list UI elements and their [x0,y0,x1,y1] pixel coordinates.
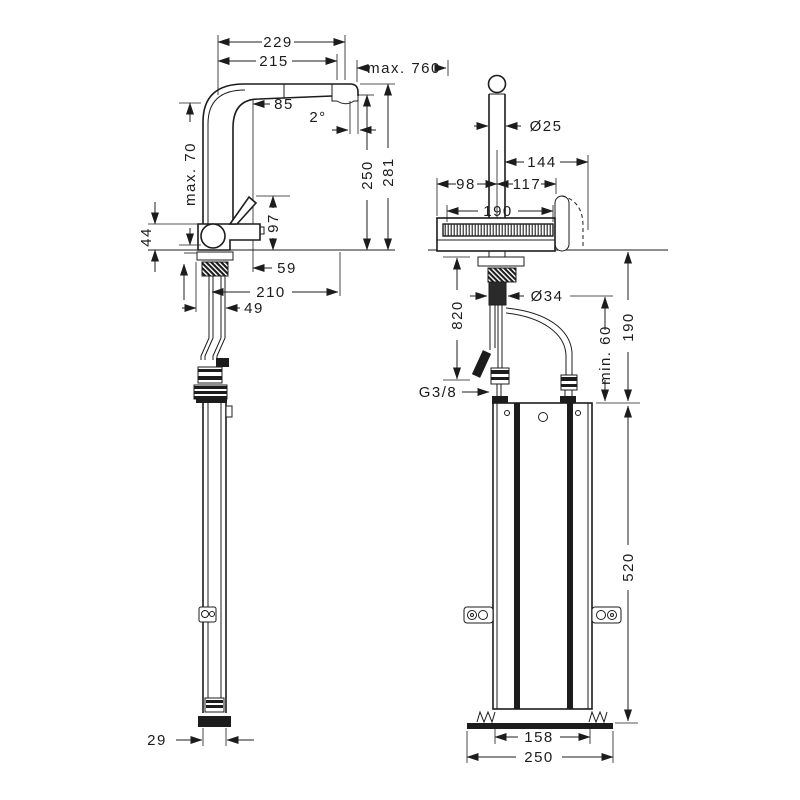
dim-label-49: 49 [244,300,264,317]
faucet-body-front [436,195,584,252]
dim-98: 98 [436,176,498,216]
dim-label-250: 250 [359,160,376,190]
mounting-nut-front [487,267,517,283]
mounting-flange-side [196,251,234,261]
dim-label-29: 29 [147,732,167,749]
dim-229: 229 [217,34,346,95]
dim-85: 85 [252,96,294,113]
dim-label-158: 158 [524,729,554,746]
dim-label-215: 215 [259,53,289,70]
dim-o25: Ø25 [474,118,563,135]
sbox-base-plate [467,723,613,729]
mounting-flange-front [477,256,525,267]
handle-pivot [200,223,226,249]
dim-label-190: 190 [483,203,513,220]
dim-label-o34: Ø34 [531,288,564,305]
sbox-side-base [198,716,231,727]
dim-label-85: 85 [274,96,294,113]
sbox-front [463,402,622,729]
dim-label-281: 281 [380,157,397,187]
dim-190: 190 [446,203,554,222]
water-blade-grid [442,223,554,237]
sbox-side-tab [225,405,233,418]
dim-label-117: 117 [513,176,541,193]
body-nub [259,226,265,235]
sbox-body [492,402,593,710]
dim-label-820: 820 [449,300,466,330]
dim-o34: Ø34 [470,288,613,305]
dim-label-520: 520 [620,552,637,582]
dim-281: 281 [360,83,397,251]
faucet-body-side [197,195,265,251]
mounting-nut-side [201,261,229,277]
dim-max70: max. 70 [179,102,201,246]
side-view: 229 215 max. 760 max. 70 44 [138,34,449,749]
dim-min60: min. 60 [596,296,640,404]
dim-label-59: 59 [277,260,297,277]
dim-117: 117 [496,176,557,194]
dim-label-210: 210 [256,284,286,301]
dim-label-144: 144 [527,154,557,171]
dim-label-2deg: 2° [309,109,326,126]
hose-connector-tab [216,358,229,367]
dim-label-250b: 250 [524,749,554,766]
dim-max760: max. 760 [356,60,449,82]
dim-label-max760: max. 760 [367,60,441,77]
front-view: Ø25 144 98 117 190 [419,74,668,766]
dim-190-vertical: 190 [620,251,637,402]
dim-520: 520 [615,405,638,724]
handle-swing-dashed [561,195,584,248]
handle-front [554,195,570,252]
dim-44: 44 [138,202,198,272]
dim-label-229: 229 [263,34,293,51]
dim-label-97: 97 [265,213,282,233]
hoses [471,305,578,404]
riser-front [487,74,507,222]
sbox-foot-left [476,710,496,724]
dim-97: 97 [256,195,290,251]
dim-label-190b: 190 [620,312,637,342]
select-knob [487,74,507,94]
mounting-shaft-front [488,281,507,306]
dim-59: 59 [252,240,297,277]
mounting-hardware-side [184,251,234,403]
dim-label-44: 44 [138,227,155,247]
dim-label-g38: G3/8 [419,384,458,401]
dim-158: 158 [494,729,591,746]
dim-49: 49 [180,262,264,317]
dim-144: 144 [504,154,589,230]
mounting-hardware-front [477,251,525,306]
dim-label-o25: Ø25 [530,118,563,135]
dim-g38: G3/8 [419,384,490,401]
dim-250-base: 250 [466,731,614,766]
pullout-hose-connector [471,350,492,378]
spout-outline [202,83,359,224]
handle-lever-side [228,195,258,225]
dim-2deg: 2° [309,109,376,134]
dim-820: 820 [443,256,470,381]
dim-29: 29 [147,728,254,749]
dim-label-min60: min. 60 [597,325,614,385]
dim-label-98: 98 [456,176,476,193]
dim-label-max70: max. 70 [182,142,199,206]
dim-210: 210 [211,252,341,301]
sbox-side [198,403,233,727]
sbox-center-hole [538,412,548,422]
dim-250: 250 [358,94,376,251]
dim-215: 215 [217,53,338,80]
